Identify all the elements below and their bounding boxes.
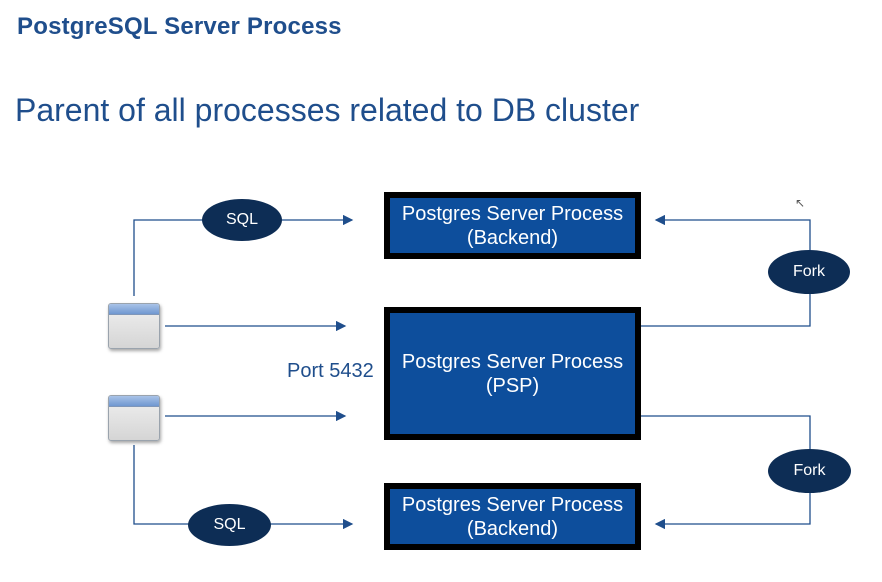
client-window-icon (108, 395, 160, 441)
port-label: Port 5432 (287, 360, 374, 382)
slide-title: PostgreSQL Server Process (17, 13, 342, 40)
backend-bottom-line2: (Backend) (466, 517, 559, 540)
backend-box-top: Postgres Server Process (Backend) (384, 192, 641, 259)
backend-top-line1: Postgres Server Process (401, 202, 624, 225)
psp-line1: Postgres Server Process (401, 350, 624, 373)
sql-connector-bottom (133, 445, 354, 530)
psp-box: Postgres Server Process (PSP) (384, 307, 641, 440)
sql-oval-top: SQL (202, 199, 282, 241)
psp-line2: (PSP) (485, 374, 540, 397)
slide-subtitle: Parent of all processes related to DB cl… (15, 92, 640, 128)
fork-oval-top: Fork (768, 250, 850, 294)
sql-oval-bottom: SQL (188, 504, 271, 546)
backend-top-line2: (Backend) (466, 226, 559, 249)
backend-bottom-line1: Postgres Server Process (401, 493, 624, 516)
client-window-icon (108, 303, 160, 349)
backend-box-bottom: Postgres Server Process (Backend) (384, 483, 641, 550)
mouse-cursor-icon: ↖ (795, 196, 806, 210)
fork-oval-bottom: Fork (768, 449, 851, 493)
